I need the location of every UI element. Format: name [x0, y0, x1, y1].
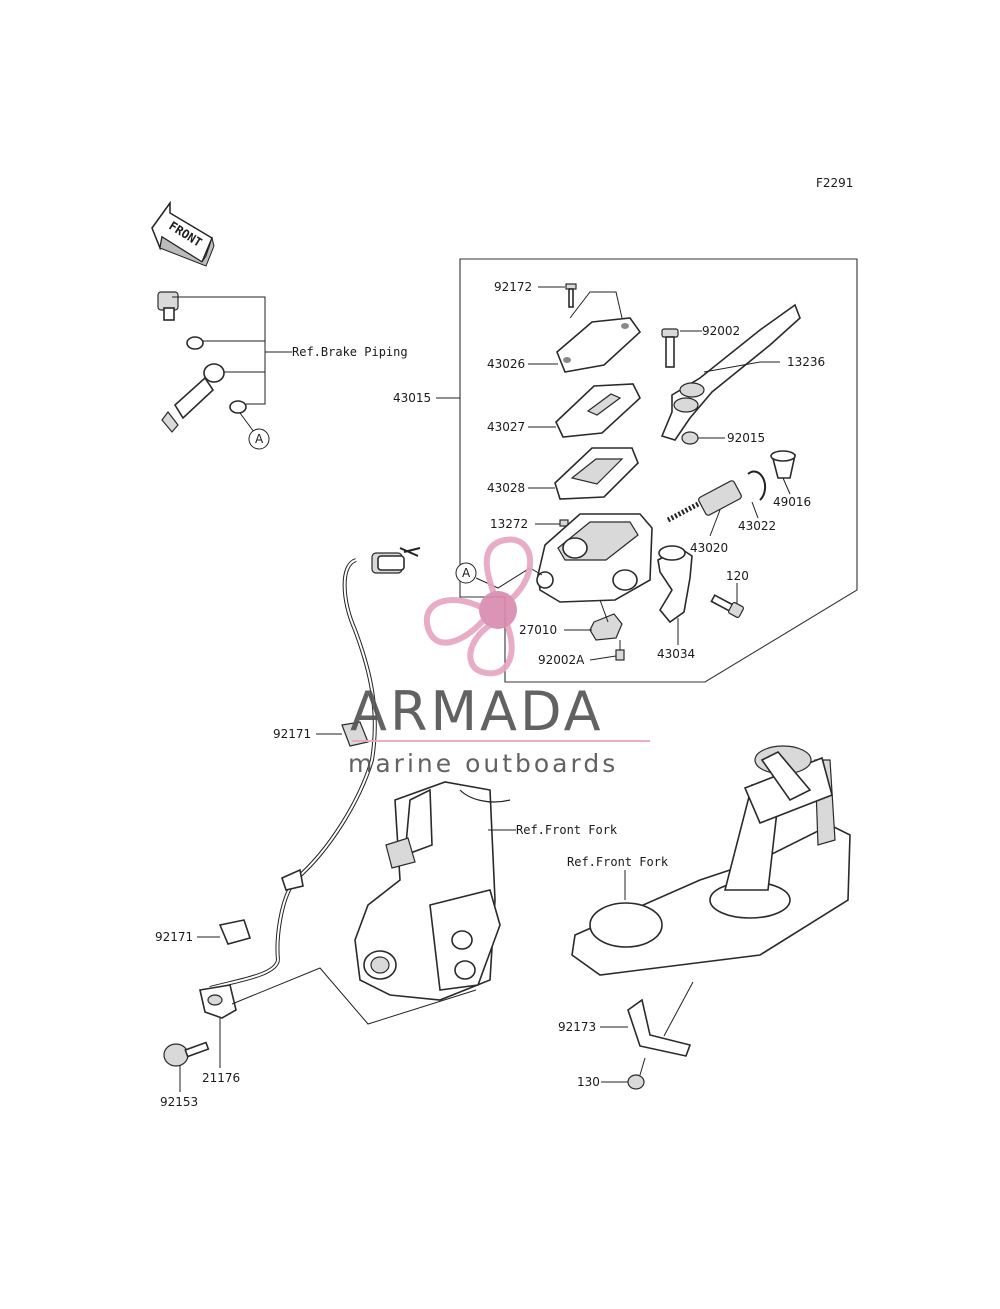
pivot-bolt-92002-icon [661, 328, 679, 368]
reservoir-cap-43026-icon [556, 317, 642, 373]
master-cylinder-frame [459, 258, 858, 683]
armada-logo-icon [423, 536, 534, 677]
bolt-130-icon [627, 1074, 645, 1090]
part-92002a-label: 92002A [538, 653, 585, 667]
part-43026-label: 43026 [487, 357, 525, 371]
washer-icon [186, 336, 204, 350]
ref-front-fork-1-label: Ref.Front Fork [516, 823, 618, 837]
part-92173-label: 92173 [558, 1020, 596, 1034]
part-13236-label: 13236 [787, 355, 825, 369]
part-92015-label: 92015 [727, 431, 765, 445]
part-43034-label: 43034 [657, 647, 695, 661]
part-27010-label: 27010 [519, 623, 557, 637]
washer-lower-icon [229, 400, 247, 414]
banjo-bolt-shank-icon [163, 307, 175, 321]
watermark-title: ARMADA [350, 680, 604, 743]
brake-piping-group: Ref.Brake Piping A [157, 291, 408, 450]
part-43027-label: 43027 [487, 420, 525, 434]
part-130-label: 130 [577, 1075, 600, 1089]
clamp-92171-lower-icon [218, 919, 252, 945]
abs-sensor-cable [209, 547, 421, 990]
part-92171-lower-label: 92171 [155, 930, 193, 944]
figure-code: F2291 [816, 176, 853, 190]
ref-brake-piping-label: Ref.Brake Piping [292, 345, 408, 359]
screw-13272-icon [559, 519, 569, 527]
screw-92002a-icon [615, 649, 625, 661]
front-fork-lower-icon [354, 781, 511, 1001]
brake-hose-icon [173, 376, 215, 420]
callout-a-top-label: A [255, 432, 264, 446]
circlip-43022-icon [747, 470, 767, 501]
part-92153-label: 92153 [160, 1095, 198, 1109]
callout-a-top [248, 428, 270, 450]
front-arrow-icon: FRONT [151, 200, 215, 267]
part-13272-label: 13272 [490, 517, 528, 531]
part-92002-label: 92002 [702, 324, 740, 338]
armada-watermark: ARMADA marine outboards [348, 536, 650, 778]
part-43028-label: 43028 [487, 481, 525, 495]
clamp-43034-icon [657, 547, 693, 624]
screw-92172-icon [565, 283, 577, 308]
ref-front-fork-2-label: Ref.Front Fork [567, 855, 669, 869]
part-43015-label: 43015 [393, 391, 431, 405]
watermark-subtitle: marine outboards [348, 749, 618, 778]
steering-stem-icon [571, 745, 851, 976]
part-21176-label: 21176 [202, 1071, 240, 1085]
part-49016-label: 49016 [773, 495, 811, 509]
bracket-92173-icon [627, 998, 692, 1057]
banjo-fitting-icon [203, 363, 225, 383]
nut-92015-icon [681, 431, 699, 445]
part-92171-upper-label: 92171 [273, 727, 311, 741]
callout-a-mid-label: A [462, 566, 471, 580]
bolt-92153-icon [163, 1041, 210, 1067]
part-43022-label: 43022 [738, 519, 776, 533]
piston-kit-43020-icon [666, 480, 742, 523]
callout-a-mid [455, 562, 477, 584]
bolt-120-icon [710, 594, 745, 619]
hose-end-icon [161, 411, 179, 433]
part-120-label: 120 [726, 569, 749, 583]
part-43020-label: 43020 [690, 541, 728, 555]
part-92172-label: 92172 [494, 280, 532, 294]
